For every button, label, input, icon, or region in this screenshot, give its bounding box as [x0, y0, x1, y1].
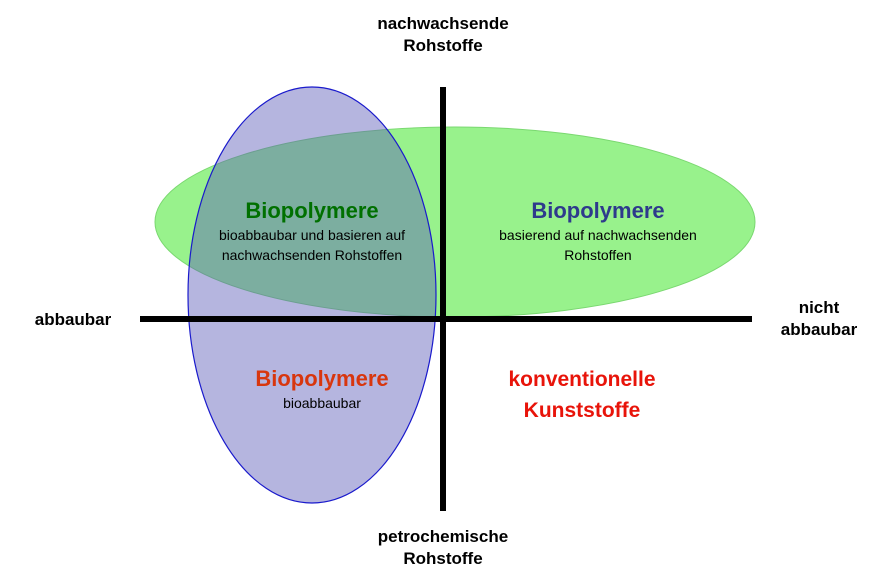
quadrant-top-left: Biopolymere bioabbaubar und basieren auf…	[182, 197, 442, 265]
axis-label-bottom-line1: petrochemische	[377, 527, 509, 546]
quadrant-top-right-desc-line2: Rohstoffen	[564, 247, 632, 263]
axis-label-bottom: petrochemische Rohstoffe	[343, 526, 543, 570]
quadrant-top-right: Biopolymere basierend auf nachwachsenden…	[458, 197, 738, 265]
axis-label-left-text: abbaubar	[34, 310, 112, 329]
quadrant-top-right-title: Biopolymere	[531, 198, 665, 223]
quadrant-top-right-desc-line1: basierend auf nachwachsenden	[499, 227, 697, 243]
axis-label-right-line2: abbaubar	[780, 320, 858, 339]
quadrant-top-left-title: Biopolymere	[245, 198, 379, 223]
quadrant-top-left-desc-line1: bioabbaubar und basieren auf	[218, 227, 406, 243]
axis-label-right-line1: nicht	[798, 298, 840, 317]
axis-label-bottom-line2: Rohstoffe	[403, 549, 483, 568]
quadrant-bottom-left-desc: bioabbaubar	[283, 395, 361, 411]
axis-label-left: abbaubar	[18, 309, 128, 331]
quadrant-bottom-right-title-line2: Kunststoffe	[523, 399, 641, 422]
quadrant-top-left-desc-line2: nachwachsenden Rohstoffen	[221, 247, 403, 263]
quadrant-bottom-right: konventionelle Kunststoffe	[462, 364, 702, 426]
axis-label-top-line2: Rohstoffe	[403, 36, 483, 55]
axis-label-top: nachwachsende Rohstoffe	[343, 13, 543, 57]
quadrant-bottom-right-title-line1: konventionelle	[508, 368, 656, 391]
quadrant-bottom-left-title: Biopolymere	[255, 366, 389, 391]
biodegradable-ellipse	[187, 86, 437, 504]
axis-label-right: nicht abbaubar	[764, 297, 874, 341]
axis-label-top-line1: nachwachsende	[377, 14, 509, 33]
quadrant-bottom-left: Biopolymere bioabbaubar	[212, 365, 432, 413]
